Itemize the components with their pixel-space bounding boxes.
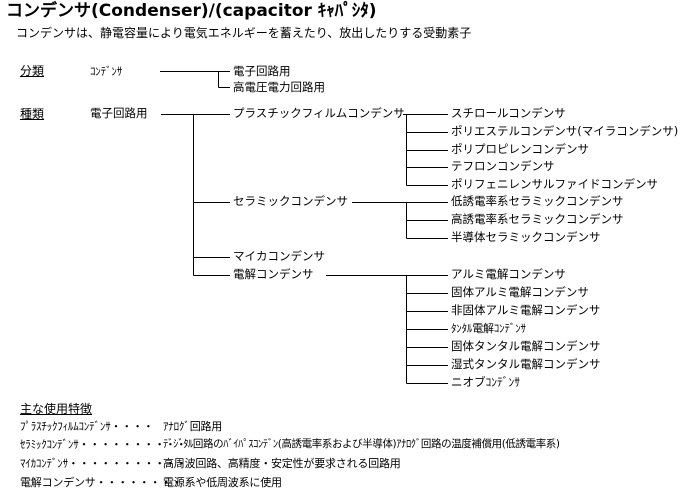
- use-row-name: ﾌﾟﾗｽﾁｯｸﾌｨﾙﾑｺﾝﾃﾞﾝｻ・・・・: [20, 420, 154, 433]
- use-row-desc: ﾃﾞｼﾞﾀﾙ回路のﾊﾞｲﾊﾟｽｺﾝﾃﾞﾝ(高誘電率系および半導体)ｱﾅﾛｸﾞ回路…: [163, 438, 560, 450]
- ceramic-item: 半導体セラミックコンデンサ: [451, 230, 601, 244]
- use-row-desc: 高周波回路、高精度・安定性が要求される回路用: [163, 457, 401, 470]
- plastic-item: スチロールコンデンサ: [451, 106, 566, 120]
- classification-child-electronic: 電子回路用: [233, 64, 291, 78]
- types-heading: 種類: [20, 107, 45, 121]
- group-electrolytic: 電解コンデンサ: [233, 267, 314, 281]
- plastic-item: ポリプロピレンコンデンサ: [451, 142, 589, 156]
- plastic-item: テフロンコンデンサ: [451, 159, 555, 173]
- use-row-desc: 電源系や低周波系に使用: [163, 476, 282, 489]
- classification-heading: 分類: [20, 64, 45, 78]
- electrolytic-item: ニオブｺﾝﾃﾞﾝｻ: [451, 375, 520, 389]
- plastic-item: ポリエステルコンデンサ(マイラコンデンサ): [451, 124, 679, 138]
- ceramic-item: 高誘電率系セラミックコンデンサ: [451, 212, 624, 226]
- electrolytic-item: ﾀﾝﾀﾙ電解ｺﾝﾃﾞﾝｻ: [451, 322, 526, 335]
- group-plastic-film: プラスチックフィルムコンデンサ: [233, 106, 405, 120]
- use-row-name: 電解コンデンサ・・・・・・・・: [20, 476, 182, 489]
- use-row-name: ｾﾗﾐｯｸｺﾝﾃﾞﾝｻ・・・・・・・・・・: [20, 438, 187, 451]
- use-row-name: ﾏｲｶｺﾝﾃﾞﾝｻ・・・・・・・・・・・: [20, 457, 187, 470]
- group-mica: マイカコンデンサ: [233, 249, 325, 263]
- electrolytic-item: 湿式タンタル電解コンデンサ: [451, 357, 601, 371]
- classification-root: ｺﾝﾃﾞﾝｻ: [90, 65, 122, 78]
- electrolytic-item: アルミ電解コンデンサ: [451, 267, 566, 281]
- electrolytic-item: 固体タンタル電解コンデンサ: [451, 339, 601, 353]
- electrolytic-item: 非固体アルミ電解コンデンサ: [451, 303, 601, 317]
- uses-heading: 主な使用特徴: [20, 402, 93, 416]
- types-root: 電子回路用: [90, 106, 148, 120]
- plastic-item: ポリフェニレンサルファイドコンデンサ: [451, 177, 658, 191]
- page-subtitle: コンデンサは、静電容量により電気エネルギーを蓄えたり、放出したりする受動素子: [16, 26, 472, 40]
- electrolytic-item: 固体アルミ電解コンデンサ: [451, 285, 589, 299]
- group-ceramic: セラミックコンデンサ: [233, 194, 348, 208]
- classification-child-high-voltage: 高電圧電力回路用: [233, 80, 325, 94]
- page-title: コンデンサ(Condenser)/(capacitor ｷｬﾊﾟｼﾀ): [6, 1, 377, 21]
- ceramic-item: 低誘電率系セラミックコンデンサ: [451, 194, 624, 208]
- use-row-desc: ｱﾅﾛｸﾞ回路用: [163, 420, 223, 433]
